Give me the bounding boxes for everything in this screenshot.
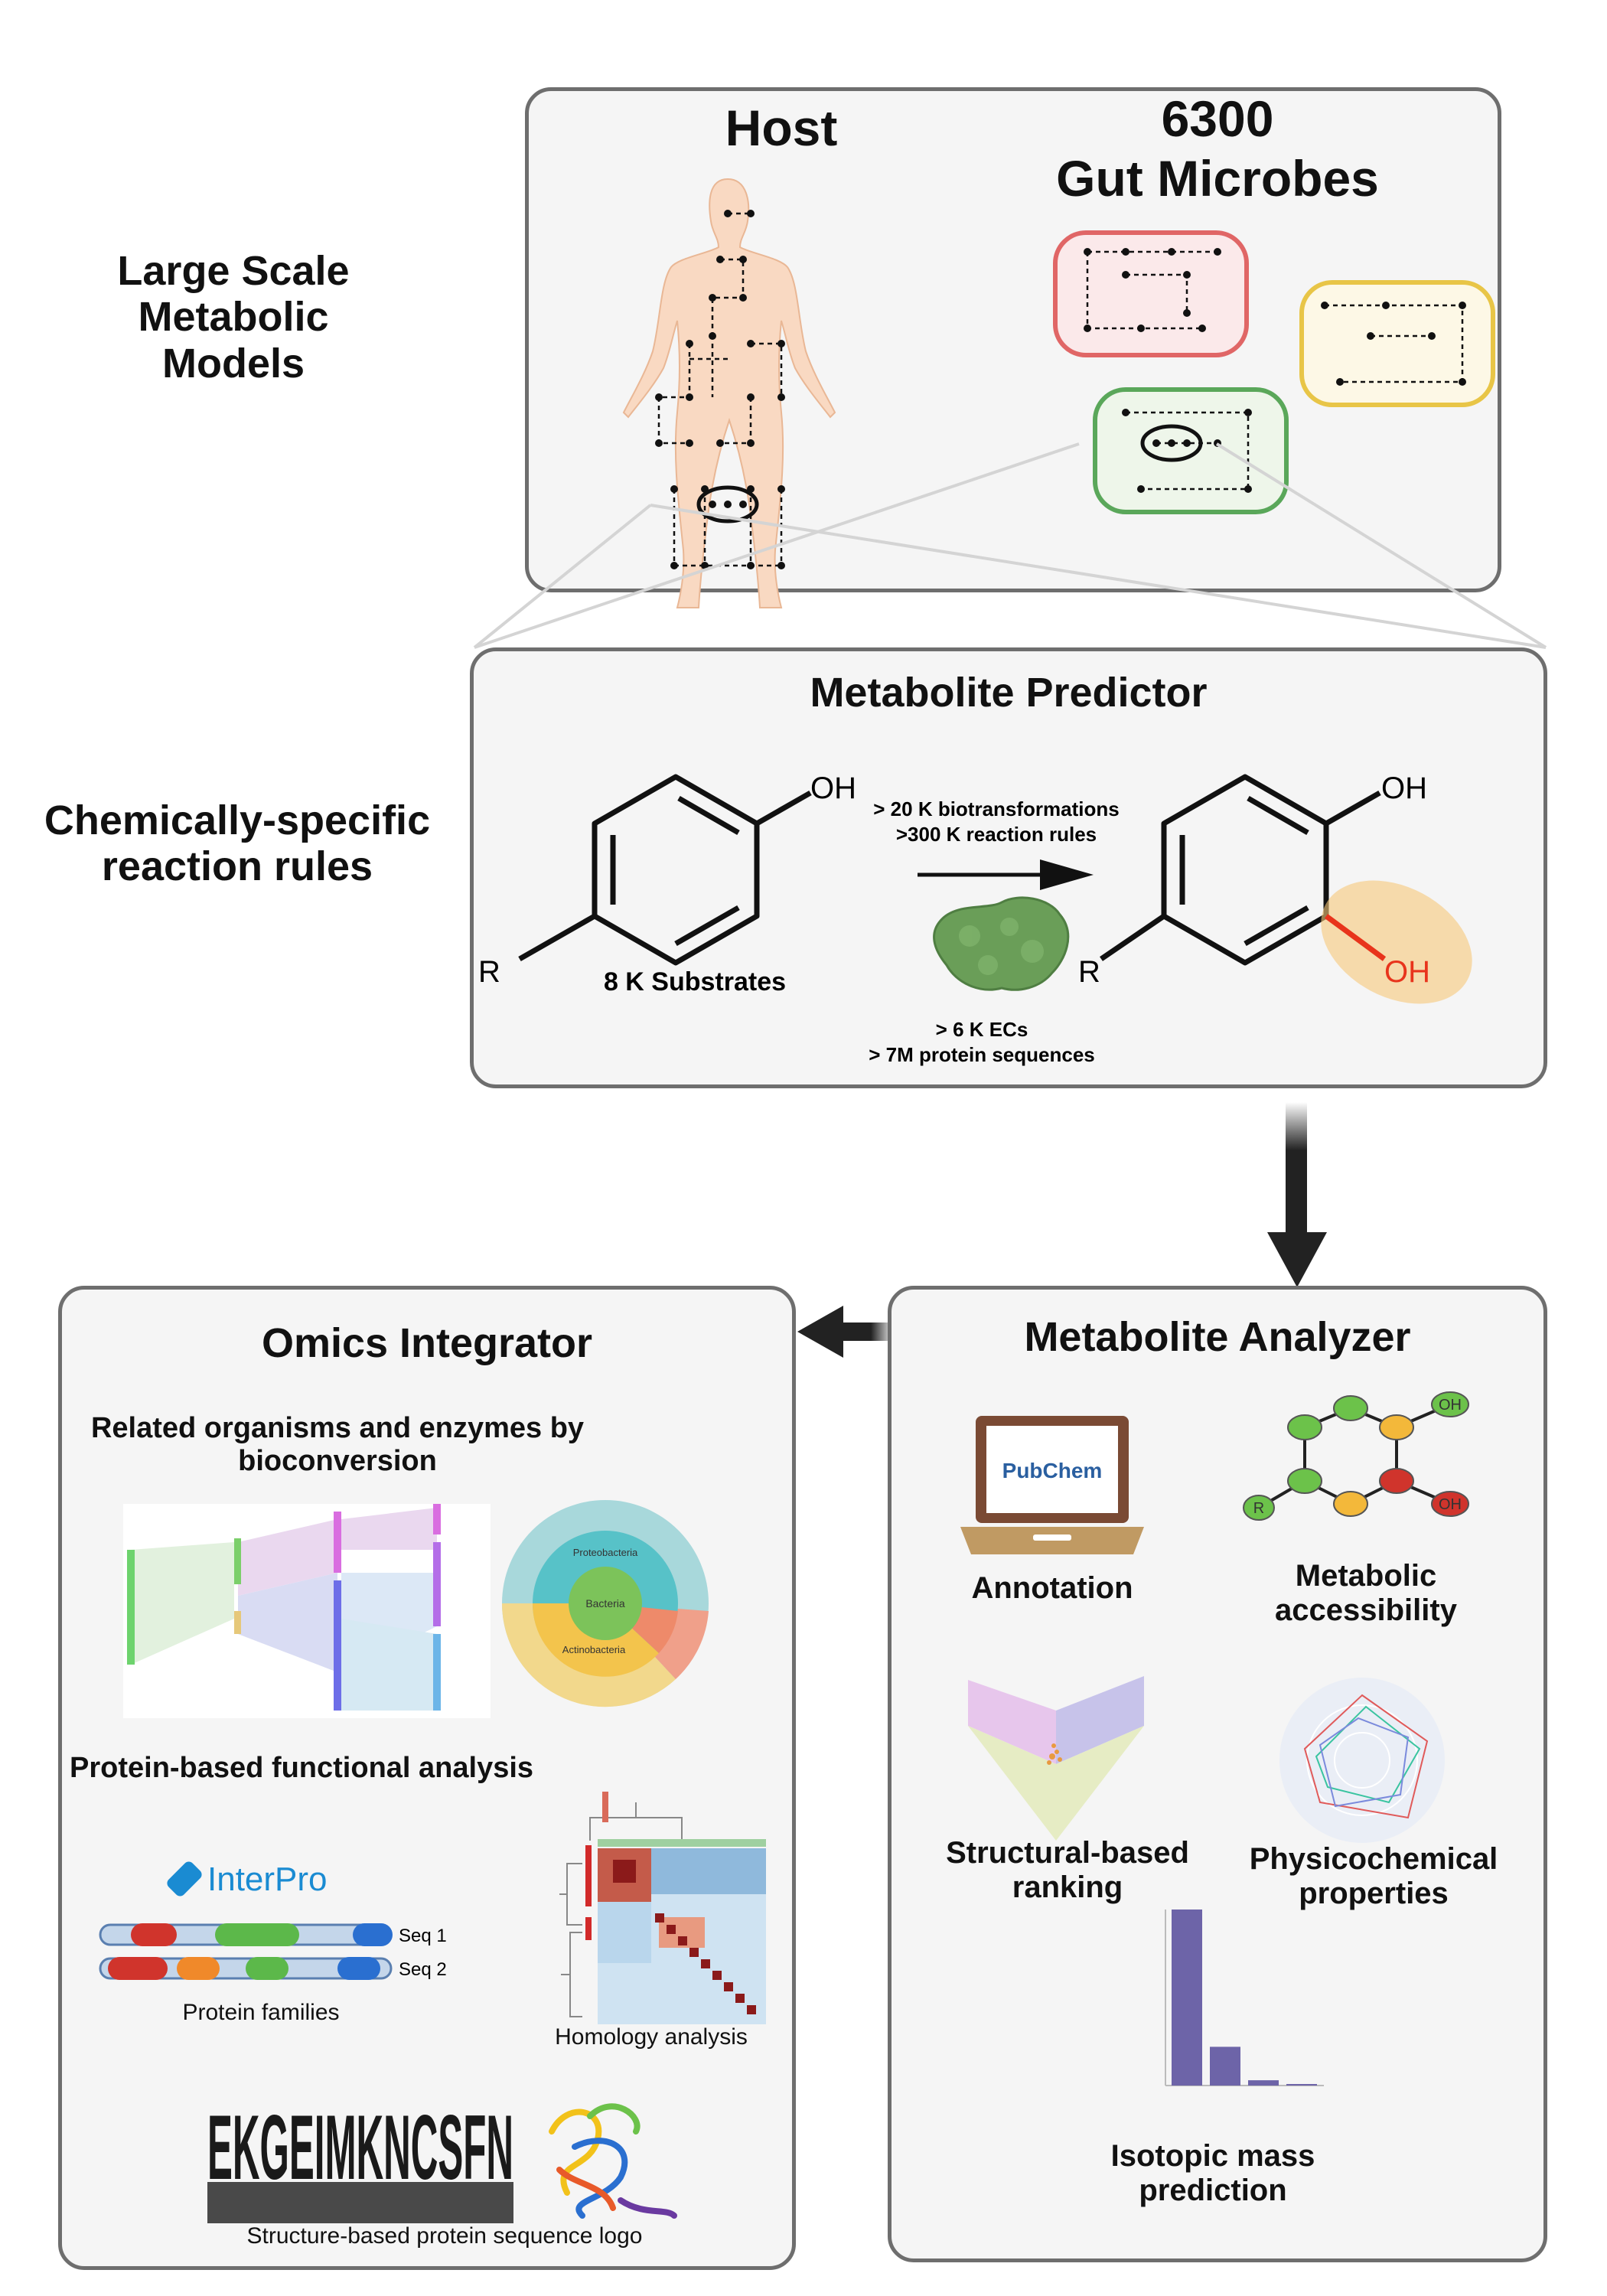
molecule-oh-top: OH	[1439, 1397, 1462, 1414]
sankey-diagram	[123, 1504, 491, 1718]
left-arrow	[797, 1306, 895, 1358]
physicochemical-radar-plot	[1279, 1678, 1445, 1843]
rules-label: Chemically-specific reaction rules	[15, 797, 459, 890]
structural-line-2: ranking	[1012, 1870, 1123, 1904]
predictor-title: Metabolite Predictor	[810, 670, 1208, 716]
seq1-label: Seq 1	[399, 1926, 447, 1946]
omics-integrator-panel: Omics Integrator Related organisms and e…	[58, 1286, 796, 2270]
sunburst-actinobacteria-label: Actinobacteria	[562, 1644, 626, 1655]
ecs-text: > 6 K ECs	[936, 1018, 1028, 1041]
substrate-r-label: R	[478, 955, 500, 989]
metabolite-predictor-panel: Metabolite Predictor OH R OH OH R	[470, 647, 1547, 1088]
molecule-r: R	[1253, 1500, 1264, 1517]
models-label-line-3: Models	[161, 340, 305, 386]
structural-ranking-plot	[968, 1676, 1144, 1841]
product-new-oh-label: OH	[1384, 955, 1430, 989]
substrate-oh-label: OH	[810, 771, 856, 805]
rules-label-line-1: Chemically-specific	[44, 797, 431, 843]
microbes-title: Gut Microbes	[1056, 150, 1379, 207]
isotopic-bar	[1172, 1910, 1202, 2086]
structural-ranking-label: Structural-based ranking	[922, 1836, 1213, 1905]
metabolic-models-panel: Host 6300 Gut Microbes	[525, 87, 1501, 608]
isotopic-line-1: Isotopic mass	[1110, 2139, 1315, 2173]
pubchem-logo: PubChem	[1002, 1459, 1103, 1482]
interpro-logo: InterPro	[207, 1861, 328, 1898]
models-label-line-1: Large Scale	[117, 248, 350, 294]
physicochemical-label: Physicochemical properties	[1228, 1842, 1519, 1911]
microbes-count: 6300	[1161, 90, 1274, 147]
related-line-1: Related organisms and enzymes by	[90, 1412, 585, 1444]
isotopic-mass-chart	[1165, 1910, 1324, 2086]
physicochemical-line-2: properties	[1299, 1876, 1449, 1910]
models-label-line-2: Metabolic	[138, 294, 329, 341]
isotopic-bar	[1210, 2047, 1240, 2086]
zoom-lines	[473, 442, 1547, 649]
accessibility-line-1: Metabolic	[1295, 1559, 1437, 1593]
molecule-oh-bottom: OH	[1439, 1496, 1462, 1513]
taxonomy-sunburst: Bacteria Proteobacteria Actinobacteria	[501, 1500, 709, 1707]
isotopic-mass-label: Isotopic mass prediction	[1045, 2139, 1381, 2208]
sunburst-inner-label: Bacteria	[585, 1597, 625, 1609]
product-r-label: R	[1078, 955, 1100, 989]
homology-heatmap	[559, 1792, 766, 2024]
isotopic-bar	[1286, 2084, 1317, 2086]
annotation-label: Annotation	[971, 1571, 1133, 1605]
sunburst-proteobacteria-label: Proteobacteria	[573, 1547, 638, 1558]
microbe-cells-illustration	[1053, 230, 1495, 514]
models-label: Large Scale Metabolic Models	[69, 248, 398, 386]
related-line-2: bioconversion	[238, 1444, 437, 1477]
sequence-logo-caption: Structure-based protein sequence logo	[246, 2223, 643, 2249]
rules-label-line-2: reaction rules	[101, 843, 373, 890]
protein-functional-heading: Protein-based functional analysis	[70, 1752, 534, 1784]
related-organisms-heading: Related organisms and enzymes by bioconv…	[62, 1412, 613, 1477]
reaction-scheme: OH R OH OH R > 20 K biotransformations >…	[478, 771, 1472, 1066]
analyzer-title: Metabolite Analyzer	[1024, 1314, 1411, 1360]
sequence-logo-letters: EKGEIMKNCSFN	[207, 2096, 513, 2199]
integrator-title: Omics Integrator	[261, 1320, 593, 1366]
metabolite-analyzer-panel: Metabolite Analyzer PubChem Annotation O…	[888, 1286, 1547, 2262]
sequence-logo: EKGEIMKNCSFN	[207, 2096, 677, 2223]
host-body-illustration	[622, 178, 836, 608]
accessibility-line-2: accessibility	[1275, 1593, 1457, 1627]
interpro-diagram: InterPro Seq 1 Seq 2	[99, 1861, 447, 1980]
protein-sequences-text: > 7M protein sequences	[869, 1043, 1094, 1066]
seq2-label: Seq 2	[399, 1959, 447, 1980]
structural-line-1: Structural-based	[946, 1836, 1189, 1870]
product-top-oh-label: OH	[1381, 771, 1427, 805]
substrates-text: 8 K Substrates	[604, 967, 786, 996]
isotopic-line-2: prediction	[1139, 2173, 1287, 2207]
host-title: Host	[725, 99, 838, 156]
down-arrow	[1267, 1102, 1327, 1287]
physicochemical-line-1: Physicochemical	[1249, 1842, 1498, 1876]
homology-caption: Homology analysis	[555, 2024, 748, 2050]
reaction-rules-text: >300 K reaction rules	[896, 823, 1097, 846]
accessibility-molecule-illustration: OH OH R	[1243, 1391, 1469, 1521]
protein-families-caption: Protein families	[182, 2000, 340, 2025]
isotopic-bar	[1248, 2080, 1279, 2086]
metabolic-accessibility-label: Metabolic accessibility	[1213, 1559, 1519, 1628]
biotransformations-text: > 20 K biotransformations	[873, 797, 1119, 820]
pubchem-laptop-illustration: PubChem	[960, 1416, 1144, 1554]
